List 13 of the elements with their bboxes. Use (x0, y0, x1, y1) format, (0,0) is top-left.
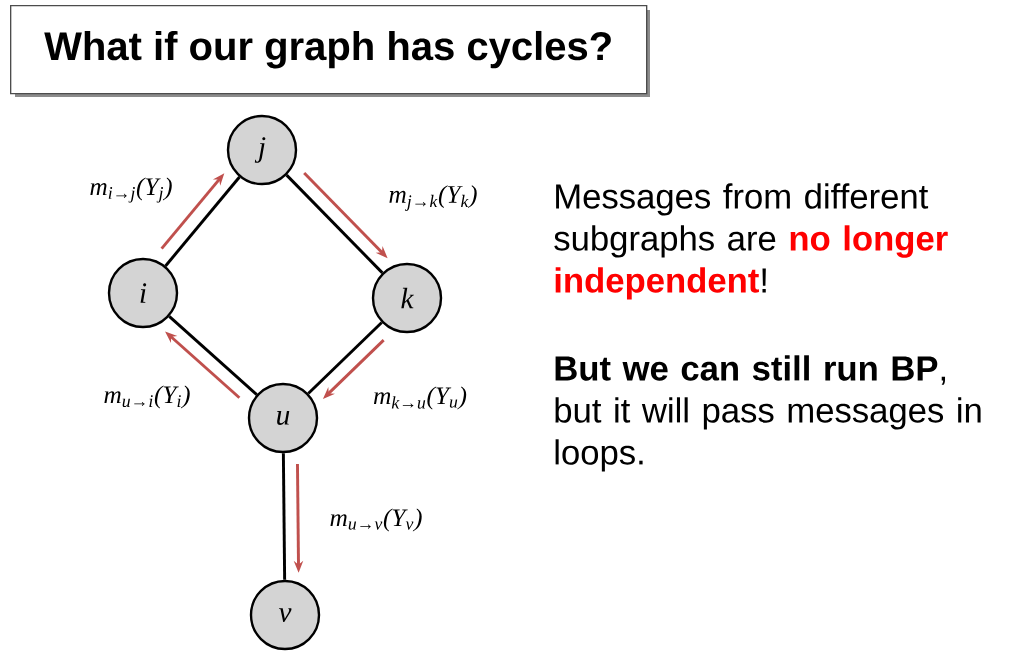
edge-label: m$_{j→k}$(Y$_{k}$) (387, 183, 479, 213)
edge-line (168, 315, 258, 396)
edge-label: m$_{u→i}$(Y$_{i}$) (102, 384, 192, 410)
edge-label: m$_{i→j}$(Y$_{j}$) (88, 176, 174, 204)
edge-label: m$_{u→v}$(Y$_{v}$) (328, 507, 424, 533)
title-box: What if our graph has cycles? (10, 5, 650, 97)
edge-line (307, 321, 383, 395)
edge-line (164, 176, 241, 267)
edge-label: m$_{k→u}$(Y$_{u}$) (371, 385, 469, 411)
edge-line (285, 174, 384, 274)
text-paragraph: Messages from different subgraphs are no longer independent! (554, 183, 948, 300)
text-paragraph: But we can still run BP, but it will pass messages in loops. (555, 355, 981, 472)
edge-line (281, 453, 287, 580)
